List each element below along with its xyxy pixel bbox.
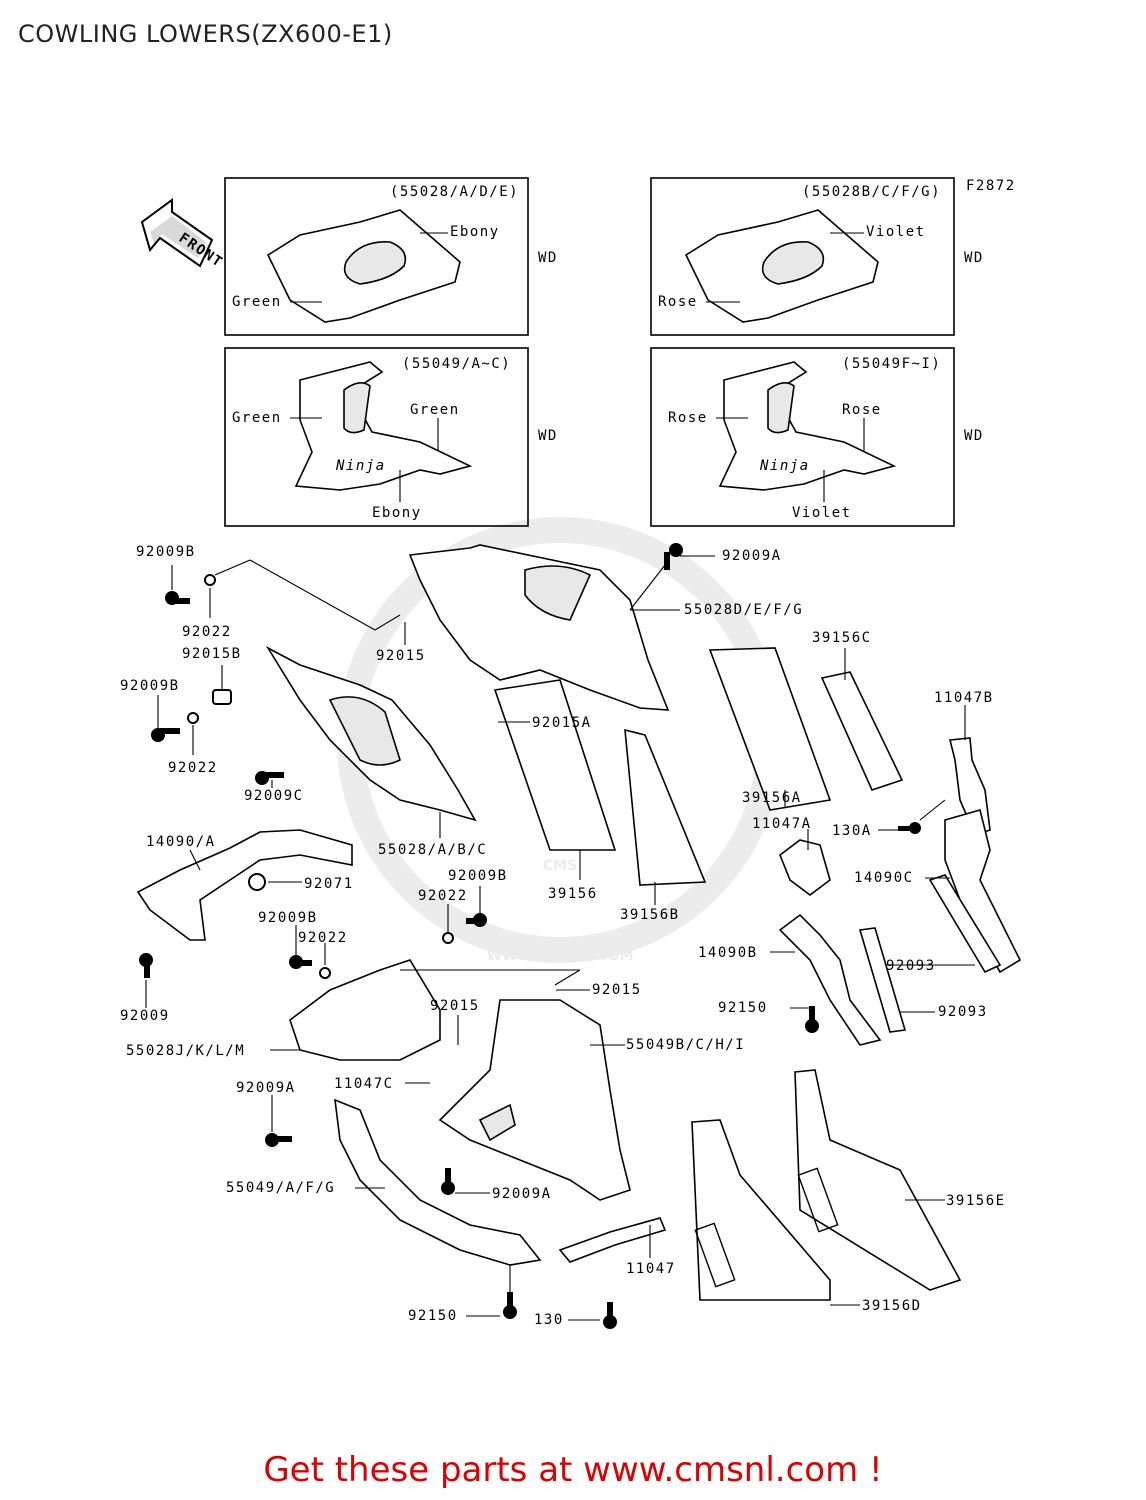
- fastener-icons: [139, 543, 921, 1329]
- part-label: 92093: [886, 958, 936, 974]
- color-label: Violet: [866, 224, 926, 240]
- part-label: 130A: [832, 823, 872, 839]
- ninja-logo: Ninja: [335, 458, 386, 474]
- figure-code: F2872: [966, 178, 1016, 194]
- lower-belly-pan: [334, 1098, 542, 1266]
- inset-header: (55028B/C/F/G): [802, 184, 941, 200]
- part-label: 92015A: [532, 715, 592, 731]
- bracket-11047A: [779, 839, 831, 896]
- part-label: 92009A: [722, 548, 782, 564]
- guard-14090C: [944, 809, 1022, 974]
- part-label: 39156E: [946, 1193, 1006, 1209]
- color-label: Ebony: [450, 224, 500, 240]
- color-label: Green: [232, 410, 282, 426]
- inset-upper-right: (55028B/C/F/G) Violet Rose WD: [650, 177, 984, 336]
- part-label: 92015: [592, 982, 642, 998]
- part-label: 39156B: [620, 907, 680, 923]
- pad-39156A: [708, 647, 832, 811]
- page-title: COWLING LOWERS(ZX600-E1): [18, 20, 393, 48]
- pad-39156E: [794, 1069, 962, 1291]
- inset-lower-left: (55049/A~C) Ninja Green Green Ebony WD: [224, 347, 558, 527]
- color-label: Rose: [668, 410, 708, 426]
- part-label: 55028/A/B/C: [378, 842, 487, 858]
- part-label: 130: [534, 1312, 564, 1328]
- wd-label: WD: [538, 250, 558, 266]
- color-label: Green: [232, 294, 282, 310]
- pad-39156B: [624, 728, 707, 886]
- part-label: 11047C: [334, 1076, 394, 1092]
- part-label: 55049/A/F/G: [226, 1180, 335, 1196]
- part-label: 39156C: [812, 630, 872, 646]
- leader-lines: [145, 555, 975, 1321]
- part-label: 92009: [120, 1008, 170, 1024]
- front-arrow-icon: FRONT: [140, 198, 226, 271]
- lower-cowl-upper: [289, 959, 441, 1061]
- stay-11047: [558, 1217, 667, 1263]
- inset-lower-right: (55049F~I) Ninja Rose Rose Violet WD: [650, 347, 984, 527]
- part-label: 92009B: [136, 544, 196, 560]
- pad-39156C: [820, 671, 904, 791]
- inset-header: (55049/A~C): [402, 356, 511, 372]
- pad-39156D: [691, 1119, 831, 1301]
- color-label: Rose: [658, 294, 698, 310]
- shop-link[interactable]: Get these parts at www.cmsnl.com !: [263, 1450, 883, 1490]
- part-label: 14090B: [698, 945, 758, 961]
- ninja-logo: Ninja: [759, 458, 810, 474]
- part-label: 92009B: [258, 910, 318, 926]
- guard-14090B: [778, 913, 882, 1046]
- inset-upper-left: (55028/A/D/E) Ebony Green WD: [224, 177, 558, 336]
- inner-cowling-upper: [408, 544, 670, 711]
- part-label: 39156A: [742, 790, 802, 806]
- part-label: 92009B: [448, 868, 508, 884]
- part-label: 11047B: [934, 690, 994, 706]
- part-label: 11047A: [752, 816, 812, 832]
- part-label: 55049B/C/H/I: [626, 1037, 745, 1053]
- wd-label: WD: [964, 428, 984, 444]
- part-label: 92009A: [492, 1186, 552, 1202]
- part-label: 92009C: [244, 788, 304, 804]
- inset-header: (55049F~I): [842, 356, 941, 372]
- part-label: 55028J/K/L/M: [126, 1043, 245, 1059]
- part-label: 92150: [718, 1000, 768, 1016]
- part-label: 39156: [548, 886, 598, 902]
- inner-panel-14090: [136, 829, 353, 941]
- color-label: Violet: [792, 505, 852, 521]
- part-label: 92022: [298, 930, 348, 946]
- part-label: 92009B: [120, 678, 180, 694]
- part-label: 14090/A: [146, 834, 216, 850]
- part-labels: 92009B 92022 92015B 92009B 92022 92009C …: [120, 544, 1006, 1328]
- part-label: 92022: [168, 760, 218, 776]
- part-label: 92015: [376, 648, 426, 664]
- strip-92093-lower: [858, 927, 907, 1033]
- color-label: Ebony: [372, 505, 422, 521]
- part-label: 92093: [938, 1004, 988, 1020]
- part-label: 92150: [408, 1308, 458, 1324]
- part-label: 55028D/E/F/G: [684, 602, 803, 618]
- pad-39156: [493, 679, 617, 851]
- part-label: 14090C: [854, 870, 914, 886]
- part-label: 39156D: [862, 1298, 922, 1314]
- part-label: 92009A: [236, 1080, 296, 1096]
- color-label: Green: [410, 402, 460, 418]
- part-label: 92071: [304, 876, 354, 892]
- part-label: 92022: [418, 888, 468, 904]
- wd-label: WD: [538, 428, 558, 444]
- part-label: 92022: [182, 624, 232, 640]
- part-label: 11047: [626, 1261, 676, 1277]
- watermark-text: WWW.CMSNL.COM: [487, 948, 634, 964]
- inset-header: (55028/A/D/E): [390, 184, 519, 200]
- lower-cowl-main: [438, 999, 631, 1201]
- color-label: Rose: [842, 402, 882, 418]
- watermark-logo: CMS: [543, 858, 577, 874]
- part-label: 92015B: [182, 646, 242, 662]
- wd-label: WD: [964, 250, 984, 266]
- strip-92093: [928, 874, 1002, 974]
- part-label: 92015: [430, 998, 480, 1014]
